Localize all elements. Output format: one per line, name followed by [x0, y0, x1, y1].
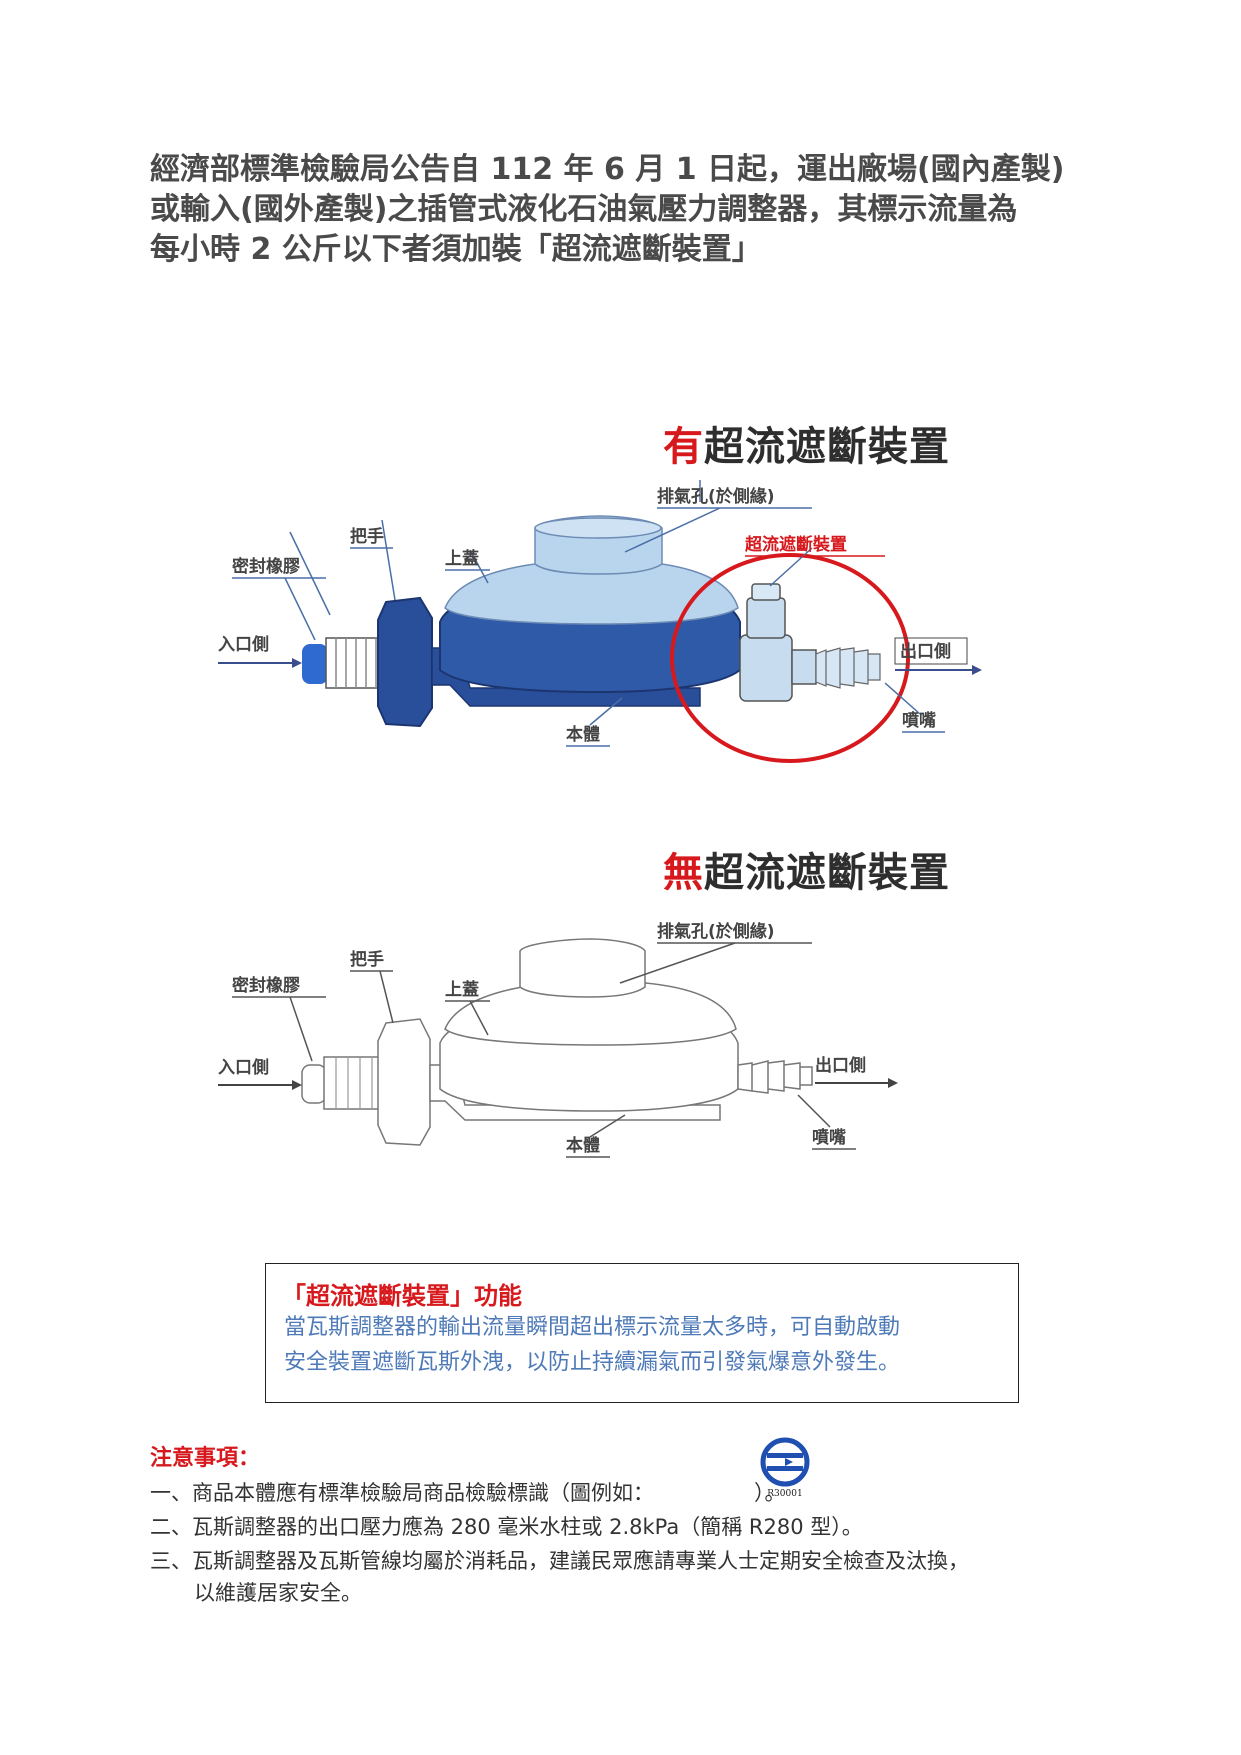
notice-item-3: 三、瓦斯調整器及瓦斯管線均屬於消耗品，建議民眾應請專業人士定期安全檢查及汰換， … — [150, 1545, 969, 1609]
inspection-mark-code: R30001 — [767, 1489, 802, 1498]
headline-line-2: 或輸入(國外產製)之插管式液化石油氣壓力調整器，其標示流量為 — [150, 192, 1018, 227]
notice-item-3-line-2: 以維護居家安全。 — [194, 1581, 362, 1605]
notice-item-1-text: 一、商品本體應有標準檢驗局商品檢驗標識（圖例如： — [150, 1481, 654, 1505]
label-body: 本體 — [566, 724, 600, 745]
diagram-with-title: 有超流遮斷裝置 — [663, 414, 950, 472]
function-box-line-2: 安全裝置遮斷瓦斯外洩，以防止持續漏氣而引發氣爆意外發生。 — [284, 1350, 901, 1375]
label-handle-2: 把手 — [350, 949, 384, 970]
diagram-with-title-rest: 超流遮斷裝置 — [704, 424, 950, 470]
label-vent-2: 排氣孔(於側緣) — [657, 921, 775, 942]
label-excess-flow-device: 超流遮斷裝置 — [745, 534, 847, 555]
notice-item-3-line-1: 三、瓦斯調整器及瓦斯管線均屬於消耗品，建議民眾應請專業人士定期安全檢查及汰換， — [150, 1549, 969, 1573]
label-vent: 排氣孔(於側緣) — [657, 486, 775, 507]
inspection-mark-icon: R30001 — [760, 1437, 810, 1498]
label-inlet-2: 入口側 — [218, 1057, 269, 1078]
label-cover-2: 上蓋 — [445, 980, 479, 1000]
notice-item-2-text: 二、瓦斯調整器的出口壓力應為 280 毫米水柱或 2.8kPa（簡稱 R280 … — [150, 1515, 863, 1539]
diagram-without-title: 無超流遮斷裝置 — [663, 840, 950, 898]
diagram-without-title-rest: 超流遮斷裝置 — [704, 850, 950, 896]
function-box-body: 當瓦斯調整器的輸出流量瞬間超出標示流量太多時，可自動啟動 安全裝置遮斷瓦斯外洩，… — [284, 1310, 1004, 1380]
diagram-with-title-highlight: 有 — [663, 424, 704, 470]
headline-line-1: 經濟部標準檢驗局公告自 112 年 6 月 1 日起，運出廠場(國內產製) — [150, 152, 1065, 187]
function-box-line-1: 當瓦斯調整器的輸出流量瞬間超出標示流量太多時，可自動啟動 — [284, 1315, 901, 1340]
regulator-with-device-diagram: 排氣孔(於側緣) 超流遮斷裝置 把手 密封橡膠 上蓋 入口側 出口側 本體 噴嘴 — [218, 480, 982, 763]
label-handle: 把手 — [350, 526, 384, 547]
diagram-without-title-highlight: 無 — [663, 850, 704, 896]
function-box-title: 「超流遮斷裝置」功能 — [282, 1282, 522, 1310]
label-seal: 密封橡膠 — [232, 556, 300, 577]
label-seal-2: 密封橡膠 — [232, 975, 300, 996]
regulator-without-device-diagram: 排氣孔(於側緣) 把手 密封橡膠 上蓋 入口側 出口側 本體 噴嘴 — [218, 921, 898, 1158]
label-outlet: 出口側 — [900, 641, 951, 662]
headline-line-3: 每小時 2 公斤以下者須加裝「超流遮斷裝置」 — [150, 232, 762, 267]
notice-item-1: 一、商品本體應有標準檢驗局商品檢驗標識（圖例如：）。 — [150, 1477, 786, 1509]
headline: 經濟部標準檢驗局公告自 112 年 6 月 1 日起，運出廠場(國內產製) 或輸… — [150, 150, 1130, 270]
label-nozzle: 噴嘴 — [902, 711, 936, 731]
notice-item-2: 二、瓦斯調整器的出口壓力應為 280 毫米水柱或 2.8kPa（簡稱 R280 … — [150, 1511, 863, 1543]
notice-title: 注意事項： — [150, 1446, 261, 1471]
label-nozzle-2: 噴嘴 — [812, 1128, 846, 1148]
function-box: 「超流遮斷裝置」功能 當瓦斯調整器的輸出流量瞬間超出標示流量太多時，可自動啟動 … — [265, 1263, 1019, 1403]
label-body-2: 本體 — [566, 1135, 600, 1156]
label-outlet-2: 出口側 — [815, 1055, 866, 1076]
label-cover: 上蓋 — [445, 549, 479, 569]
label-inlet: 入口側 — [218, 634, 269, 655]
